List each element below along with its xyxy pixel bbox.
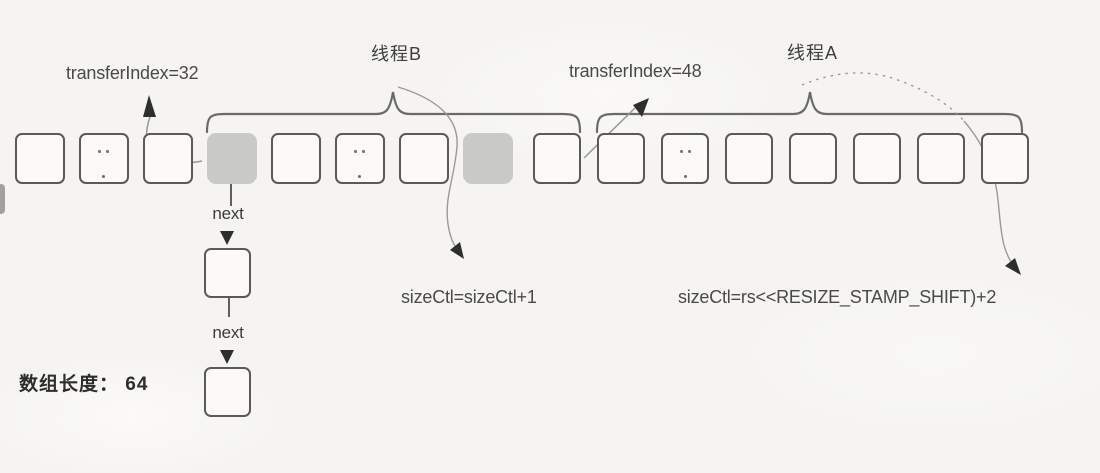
brace-thread-a [595, 91, 1024, 134]
sizectl-thread-b-label: sizeCtl=sizeCtl+1 [401, 287, 537, 307]
transfer-index-32-label: transferIndex=32 [66, 63, 199, 83]
array-cell-1 [15, 133, 65, 184]
ellipsis-dot [354, 150, 357, 153]
ellipsis-dot [688, 150, 691, 153]
arrow-thread-a [1005, 258, 1021, 275]
edge-smudge [0, 184, 5, 214]
thread-a-label: 线程A [787, 43, 839, 63]
list-node-2 [204, 367, 251, 417]
array-cell-9 [533, 133, 581, 184]
thread-b-label: 线程B [371, 44, 423, 64]
list-arrow-2 [220, 350, 234, 364]
array-cell-11 [661, 133, 709, 184]
arrow-thread-b [450, 242, 464, 259]
array-length-label: 数组长度： 64 [19, 374, 149, 395]
array-cell-3 [143, 133, 193, 184]
array-cell-7 [399, 133, 449, 184]
array-cell-5 [271, 133, 321, 184]
transfer-index-48-label: transferIndex=48 [569, 61, 702, 81]
sizectl-thread-a-label: sizeCtl=rs<<RESIZE_STAMP_SHIFT)+2 [678, 287, 997, 307]
list-arrow-1 [220, 231, 234, 245]
ellipsis-dot [106, 150, 109, 153]
array-cell-2 [79, 133, 129, 184]
array-cell-13 [789, 133, 837, 184]
ellipsis-dot [684, 175, 687, 178]
arrow-up-transferindex32 [143, 95, 156, 117]
array-cell-6 [335, 133, 385, 184]
ellipsis-dot [680, 150, 683, 153]
array-cell-14 [853, 133, 901, 184]
brace-thread-b [205, 91, 582, 134]
array-cell-10 [597, 133, 645, 184]
list-node-1 [204, 248, 251, 298]
ellipsis-dot [102, 175, 105, 178]
ellipsis-dot [362, 150, 365, 153]
curve-thread-a-dotted [801, 72, 965, 122]
next-label-2: next [212, 323, 244, 342]
array-cell-15 [917, 133, 965, 184]
array-cell-4 [207, 133, 257, 184]
array-cell-16 [981, 133, 1029, 184]
next-label-1: next [212, 204, 244, 223]
array-cell-12 [725, 133, 773, 184]
array-cell-8 [463, 133, 513, 184]
ellipsis-dot [358, 175, 361, 178]
ellipsis-dot [98, 150, 101, 153]
arrow-transferindex48 [633, 98, 649, 117]
